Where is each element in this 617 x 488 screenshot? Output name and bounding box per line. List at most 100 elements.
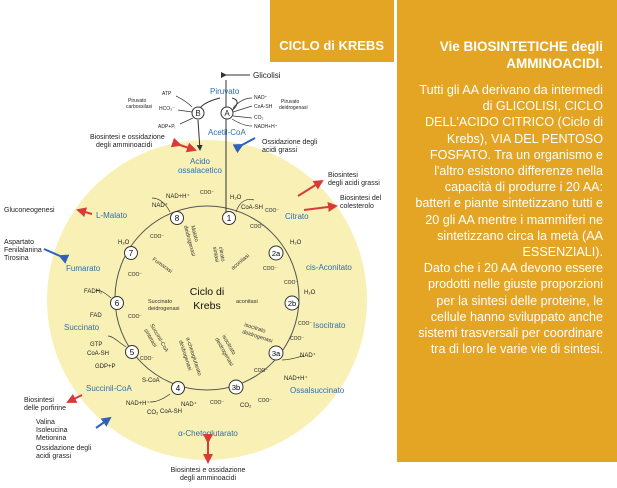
label-gluconeogenesi: Gluconeogenesi (4, 207, 55, 214)
label-metionina: Metionina (36, 435, 66, 442)
label-nad-3a: NAD⁺ (300, 352, 316, 359)
label-bio-grassi-2: degli acidi grassi (328, 180, 380, 187)
label-acetil-coa: Acetil-CoA (208, 128, 246, 137)
label-acido-ossalacetico: Acido (190, 157, 211, 166)
label-tirosina: Tirosina (4, 255, 29, 262)
a-cofactor-3 (232, 115, 253, 119)
label-nad-8: NAD⁺ (152, 202, 168, 209)
label-co2-top: CO₂ (254, 115, 264, 121)
panel-paragraph-2: Dato che i 20 AA devono essere prodotti … (418, 261, 603, 357)
step-2b: 2b (284, 295, 300, 311)
coo-akg: COO⁻ (210, 400, 224, 406)
label-s-coa: S-CoA (142, 378, 160, 384)
label-atp: ATP (162, 91, 172, 97)
svg-text:A: A (224, 109, 230, 118)
label-ossidazione-grassi-bottom: Ossidazione degli (36, 445, 92, 452)
svg-text:B: B (195, 109, 200, 118)
coo-succ-coa: COO⁻ (140, 356, 154, 362)
label-cis-aconitato: cis-Aconitato (306, 263, 352, 272)
label-fad: FAD (90, 313, 102, 319)
label-bio-porfirine: Biosintesi (24, 397, 54, 404)
a-cofactor-1 (232, 97, 253, 109)
label-citrato: Citrato (285, 212, 309, 221)
atp-arrow (175, 95, 193, 108)
enzyme-citrato-sintasi: citrato (217, 246, 226, 262)
label-nadh-4: NAD+H⁺ (126, 400, 150, 407)
svg-text:3b: 3b (232, 383, 240, 392)
label-coa-top: CoA-SH (254, 104, 273, 110)
arrow-valina (95, 416, 112, 429)
header-bar: CICLO di KREBS (270, 0, 394, 62)
coo-citrato-1: COO⁻ (265, 208, 279, 214)
label-isocitrato: Isocitrato (313, 321, 346, 330)
step-8: 8 (170, 211, 184, 225)
label-nad-top: NAD⁺ (254, 95, 268, 101)
cycle-background (47, 140, 367, 460)
cofactor-curve-4 (149, 393, 171, 403)
svg-text:2a: 2a (272, 249, 281, 258)
coo-fum: COO⁻ (128, 272, 142, 278)
label-bio-porfirine-2: delle porfirine (24, 405, 66, 412)
center-title: Ciclo di (190, 286, 224, 298)
step-2a: 2a (268, 245, 284, 261)
panel-body: Tutti gli AA derivano da intermedi di GL… (411, 82, 603, 357)
label-bio-colesterolo: Biosintesi del (340, 195, 382, 202)
label-piruvato: Piruvato (210, 87, 240, 96)
label-nad-4: NAD⁺ (181, 401, 197, 408)
svg-text:4: 4 (176, 384, 181, 393)
coo-iso-2: COO⁻ (290, 336, 304, 342)
label-bio-ossidazione-bottom: Biosintesi e ossidazione (171, 467, 246, 474)
label-aspartato: Aspartato (4, 239, 34, 246)
step-7: 7 (124, 246, 138, 260)
label-bio-ossidazione-top: Biosintesi e ossidazione (90, 134, 165, 141)
label-bio-grassi: Biosintesi (328, 172, 358, 179)
step-5: 5 (125, 345, 139, 359)
label-ossalsuccinato: Ossalsuccinato (290, 386, 345, 395)
label-ossidazione-grassi-top-2: acidi grassi (262, 147, 297, 154)
label-nadh-3a: NAD+H⁺ (284, 375, 308, 382)
label-fenilalanina: Fenilalanina (4, 247, 42, 254)
label-bio-colesterolo-2: colesterolo (340, 203, 374, 210)
step-3a: 3a (268, 345, 284, 361)
a-cofactor-4 (231, 118, 253, 127)
label-succinato: Succinato (64, 323, 100, 332)
arrow-bio-colesterolo (303, 202, 338, 212)
cofactor-curve-6 (95, 289, 112, 299)
svg-text:2b: 2b (288, 299, 296, 308)
enzyme-malato-deid-1: Malato (189, 225, 199, 243)
cofactor-curve-1 (235, 198, 255, 213)
step-1: 1 (222, 211, 236, 225)
label-hco3: HCO₃⁻ (159, 106, 175, 112)
panel-paragraph-1: Tutti gli AA derivano da intermedi di GL… (415, 83, 603, 260)
arrow-bio-grassi (297, 179, 324, 197)
enzyme-succ-deid-2: deidrogenasi (148, 306, 180, 312)
b-to-oaa-arrow (196, 119, 203, 151)
svg-text:7: 7 (129, 249, 134, 258)
label-adp: ADP+Pᵢ (158, 124, 176, 130)
svg-text:1: 1 (227, 214, 232, 223)
label-valina: Valina (36, 419, 55, 426)
label-fumarato: Fumarato (66, 264, 101, 273)
svg-text:5: 5 (130, 348, 135, 357)
label-ossidazione-grassi-top: Ossidazione degli (262, 139, 318, 146)
enzyme-succ-deid-1: Succinato (148, 299, 172, 305)
label-glicolisi: Glicolisi (253, 71, 281, 80)
label-isoleucina: Isoleucina (36, 427, 68, 434)
label-acido-ossalacetico-2: ossalacetico (178, 166, 223, 175)
page-title: CICLO di KREBS (279, 38, 384, 53)
coo-mal: COO⁻ (150, 234, 164, 240)
cofactor-curve-5 (107, 335, 127, 348)
node-b: B (191, 106, 205, 120)
cofactor-curve-8 (151, 197, 171, 213)
arrow-grassi-top (232, 137, 256, 154)
arrow-gluconeogenesi (76, 207, 93, 218)
label-bio-ossidazione-top-2: degli amminoacidi (96, 142, 152, 149)
label-gdp-5: GDP+P (95, 364, 116, 370)
krebs-cycle-diagram: Glicolisi Piruvato B A ATP HCO₃⁻ ADP+Pᵢ … (4, 71, 382, 482)
label-piruvato-deidrogenasi: Piruvato (281, 99, 300, 105)
label-piruvato-deidrogenasi-2: deidrogenasi (279, 105, 308, 111)
label-ossidazione-grassi-bottom-2: acidi grassi (36, 453, 71, 460)
label-h2o-7: H₂O (118, 240, 130, 246)
hco3-arrow (177, 109, 193, 113)
enzyme-citrato-sintasi-2: sintasi (211, 246, 220, 262)
